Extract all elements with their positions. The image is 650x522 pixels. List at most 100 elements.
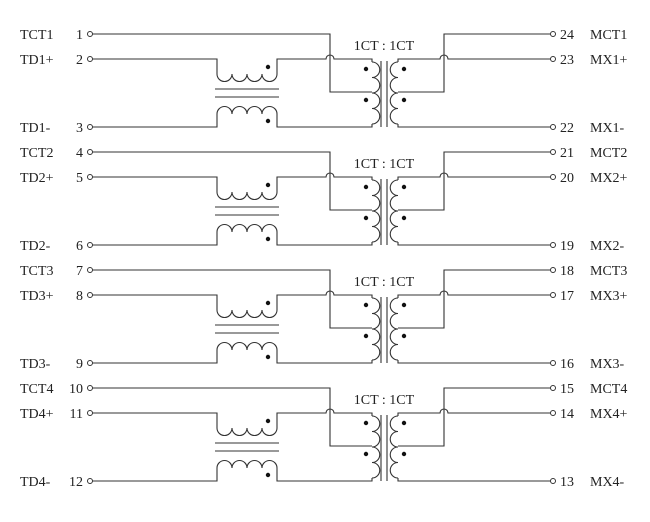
primary-coil	[371, 297, 381, 361]
terminal-circle	[87, 56, 93, 62]
left-signal-label: TCT4	[20, 382, 53, 397]
left-pin-number: 10	[69, 382, 83, 397]
polarity-dot	[363, 97, 369, 103]
left-signal-label: TD1-	[20, 121, 51, 136]
polarity-dot	[265, 118, 271, 124]
left-pin-number: 5	[76, 171, 83, 186]
left-signal-label: TD3-	[20, 357, 51, 372]
right-pin-number: 22	[560, 121, 574, 136]
center-tap-secondary-wire	[398, 387, 551, 447]
choke-top-winding	[92, 54, 373, 82]
terminal-circle	[87, 410, 93, 416]
turns-ratio-label: 1CT : 1CT	[354, 393, 415, 408]
left-signal-label: TCT1	[20, 28, 53, 43]
left-signal-label: TCT3	[20, 264, 53, 279]
right-signal-label: MCT1	[590, 28, 627, 43]
right-pin-number: 21	[560, 146, 574, 161]
choke-core-lines	[215, 206, 279, 216]
terminal-circle	[550, 410, 556, 416]
secondary-plus-wire	[397, 172, 551, 180]
terminal-circle	[550, 31, 556, 37]
polarity-dot	[363, 302, 369, 308]
left-signal-label: TCT2	[20, 146, 53, 161]
left-signal-label: TD1+	[20, 53, 54, 68]
transformer-core-lines	[380, 297, 388, 363]
polarity-dot	[363, 451, 369, 457]
terminal-circle	[550, 174, 556, 180]
polarity-dot	[363, 420, 369, 426]
polarity-dot	[265, 418, 271, 424]
choke-top-winding	[92, 290, 373, 318]
left-pin-number: 4	[76, 146, 83, 161]
terminal-circle	[87, 385, 93, 391]
primary-coil	[371, 179, 381, 243]
polarity-dot	[401, 420, 407, 426]
polarity-dot	[265, 472, 271, 478]
center-tap-secondary-wire	[398, 151, 551, 211]
transformer-core-lines	[380, 61, 388, 127]
left-signal-label: TD2+	[20, 171, 54, 186]
secondary-coil	[389, 61, 399, 125]
right-pin-number: 19	[560, 239, 574, 254]
right-signal-label: MCT2	[590, 146, 627, 161]
left-signal-label: TD2-	[20, 239, 51, 254]
choke-bottom-winding	[92, 342, 373, 364]
left-signal-label: TD4-	[20, 475, 51, 490]
primary-coil	[371, 415, 381, 479]
secondary-plus-wire	[397, 408, 551, 416]
center-tap-primary-wire	[92, 151, 372, 211]
polarity-dot	[401, 215, 407, 221]
polarity-dot	[401, 333, 407, 339]
terminal-circle	[87, 149, 93, 155]
polarity-dot	[401, 302, 407, 308]
polarity-dot	[401, 451, 407, 457]
left-pin-number: 9	[76, 357, 83, 372]
terminal-circle	[87, 267, 93, 273]
secondary-plus-wire	[397, 54, 551, 62]
center-tap-primary-wire	[92, 387, 372, 447]
polarity-dot	[265, 236, 271, 242]
center-tap-secondary-wire	[398, 33, 551, 93]
choke-core-lines	[215, 324, 279, 334]
right-pin-number: 15	[560, 382, 574, 397]
terminal-circle	[550, 149, 556, 155]
polarity-dot	[401, 184, 407, 190]
polarity-dot	[265, 182, 271, 188]
right-signal-label: MCT4	[590, 382, 627, 397]
terminal-circle	[87, 360, 93, 366]
right-signal-label: MCT3	[590, 264, 627, 279]
primary-coil	[371, 61, 381, 125]
choke-core-lines	[215, 442, 279, 452]
transformer-core-lines	[380, 415, 388, 481]
left-pin-number: 7	[76, 264, 83, 279]
right-pin-number: 13	[560, 475, 574, 490]
right-signal-label: MX2+	[590, 171, 628, 186]
terminal-circle	[87, 478, 93, 484]
choke-top-winding	[92, 172, 373, 200]
polarity-dot	[265, 64, 271, 70]
left-pin-number: 8	[76, 289, 83, 304]
left-pin-number: 6	[76, 239, 83, 254]
left-pin-number: 11	[70, 407, 83, 422]
polarity-dot	[265, 300, 271, 306]
secondary-minus-wire	[397, 360, 551, 364]
right-pin-number: 18	[560, 264, 574, 279]
right-pin-number: 17	[560, 289, 574, 304]
terminal-circle	[87, 124, 93, 130]
polarity-dot	[363, 333, 369, 339]
secondary-minus-wire	[397, 124, 551, 128]
center-tap-primary-wire	[92, 269, 372, 329]
right-signal-label: MX3-	[590, 357, 625, 372]
turns-ratio-label: 1CT : 1CT	[354, 39, 415, 54]
right-signal-label: MX1+	[590, 53, 628, 68]
left-signal-label: TD3+	[20, 289, 54, 304]
right-signal-label: MX1-	[590, 121, 625, 136]
left-signal-label: TD4+	[20, 407, 54, 422]
terminal-circle	[550, 360, 556, 366]
terminal-circle	[87, 174, 93, 180]
right-pin-number: 24	[560, 28, 574, 43]
left-pin-number: 1	[76, 28, 83, 43]
